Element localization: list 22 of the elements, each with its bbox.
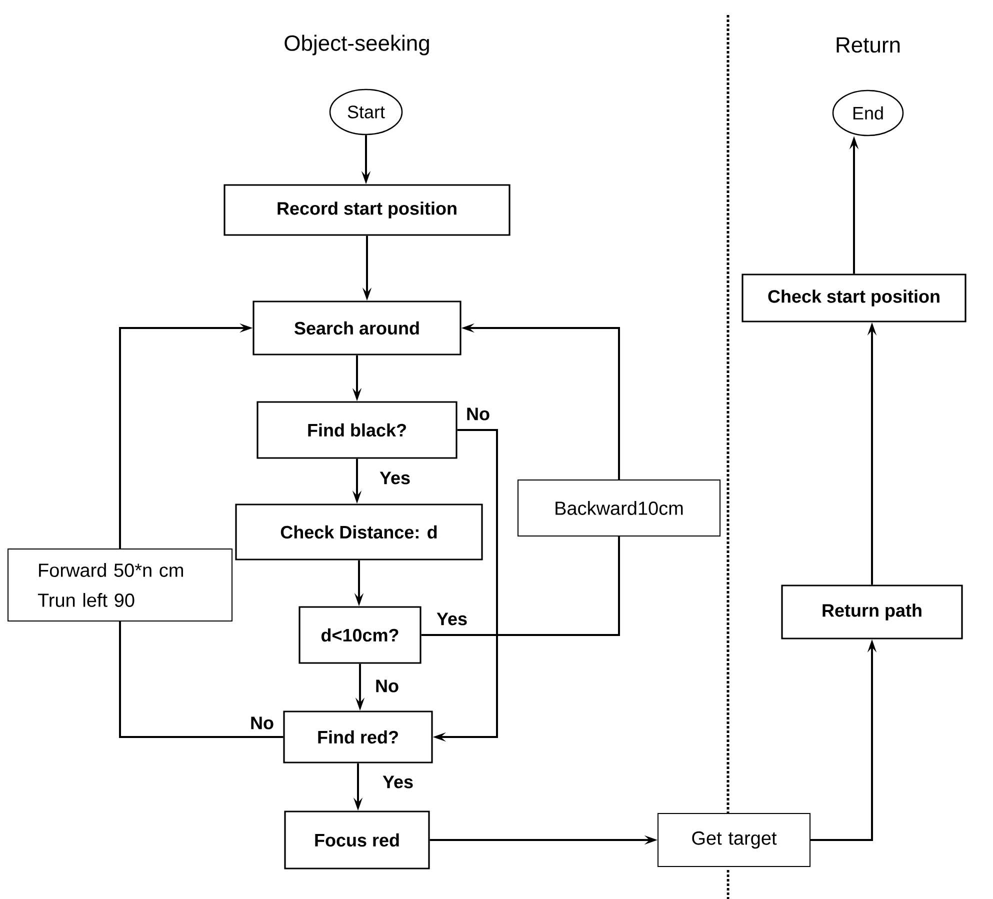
process-box: Record start position — [224, 184, 510, 236]
heading: Return — [836, 37, 900, 53]
edge-label: Yes — [382, 774, 415, 790]
edge-label: No — [374, 678, 400, 694]
process-box: d<10cm? — [298, 606, 422, 664]
edge-label: No — [249, 716, 275, 730]
edge-label: Yes — [378, 470, 412, 486]
process-box: Search around — [252, 300, 462, 356]
process-box: Focus red — [284, 810, 430, 870]
process-box: Check Distance: d — [235, 504, 483, 560]
edge-label: No — [465, 406, 491, 422]
process-box: Check start position — [742, 274, 966, 322]
process-box: Find red? — [283, 710, 433, 764]
action-box: Forward 50*n cm Trun left 90 — [8, 548, 232, 622]
action-box: Get target — [658, 813, 810, 867]
action-box: Backward10cm — [518, 480, 720, 536]
edge-label: Yes — [436, 612, 469, 626]
terminal-oval: End — [832, 90, 904, 136]
process-box: Find black? — [256, 401, 458, 459]
heading: Object-seeking — [284, 34, 429, 56]
process-box: Return path — [781, 584, 963, 640]
terminal-oval: Start — [329, 88, 403, 136]
